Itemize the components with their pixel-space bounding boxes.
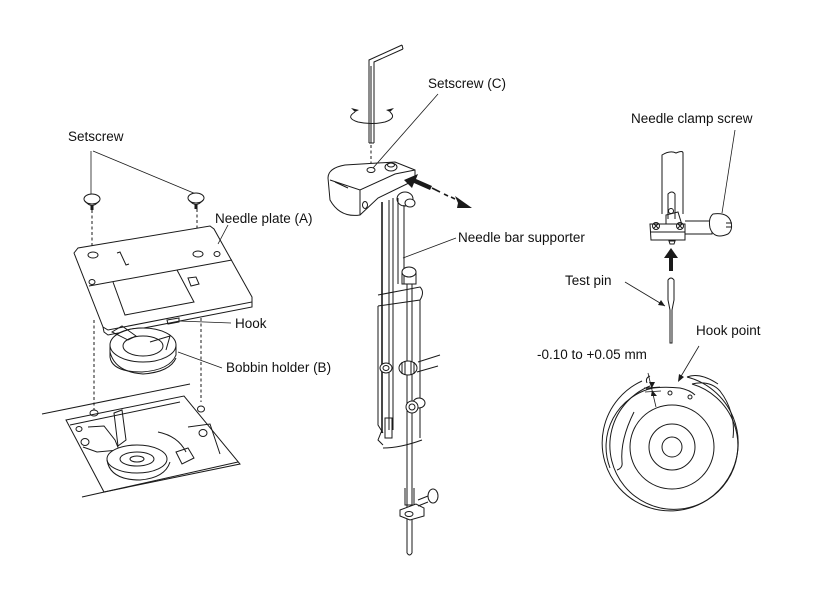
clearance-indicator — [643, 372, 662, 408]
setscrew-c-block — [327, 161, 416, 216]
needle-bar-supporter-leader — [402, 237, 457, 259]
up-arrow-icon — [664, 248, 678, 271]
setscrew-right-icon — [187, 192, 205, 209]
label-hook-point: Hook point — [696, 323, 761, 338]
hex-key-icon — [368, 44, 404, 144]
rotation-arrows-icon — [350, 108, 394, 124]
left-assembly — [41, 150, 253, 498]
needle-clamp-screw-leader — [721, 129, 736, 214]
label-needle-bar-supporter: Needle bar supporter — [458, 230, 585, 245]
test-pin — [667, 277, 675, 344]
right-assembly — [601, 129, 739, 512]
test-pin-leader — [624, 281, 666, 307]
needle-clamp-lower — [399, 488, 439, 521]
hook-point-leader — [679, 345, 700, 379]
hook-leader — [178, 320, 232, 324]
needle-plate-leader — [217, 224, 229, 245]
label-setscrew: Setscrew — [68, 129, 124, 144]
label-clearance: -0.10 to +0.05 mm — [537, 347, 647, 362]
label-needle-clamp-screw: Needle clamp screw — [631, 111, 753, 126]
needle-plate — [73, 225, 253, 336]
setscrew-leader-right — [92, 150, 197, 195]
bobbin-holder — [109, 325, 177, 375]
label-bobbin-holder: Bobbin holder (B) — [226, 360, 332, 375]
setscrew-c-leader — [372, 93, 439, 169]
label-needle-plate: Needle plate (A) — [215, 211, 313, 226]
rotary-hook — [601, 375, 739, 512]
label-hook: Hook — [235, 316, 267, 331]
center-assembly — [327, 44, 472, 556]
double-arrow-icon — [404, 174, 472, 208]
setscrew-left-icon — [83, 193, 101, 210]
label-test-pin: Test pin — [565, 273, 612, 288]
needle-clamp — [649, 151, 733, 245]
machine-bed — [41, 383, 241, 498]
label-setscrew-c: Setscrew (C) — [428, 76, 507, 91]
bobbin-holder-leader — [177, 351, 223, 369]
